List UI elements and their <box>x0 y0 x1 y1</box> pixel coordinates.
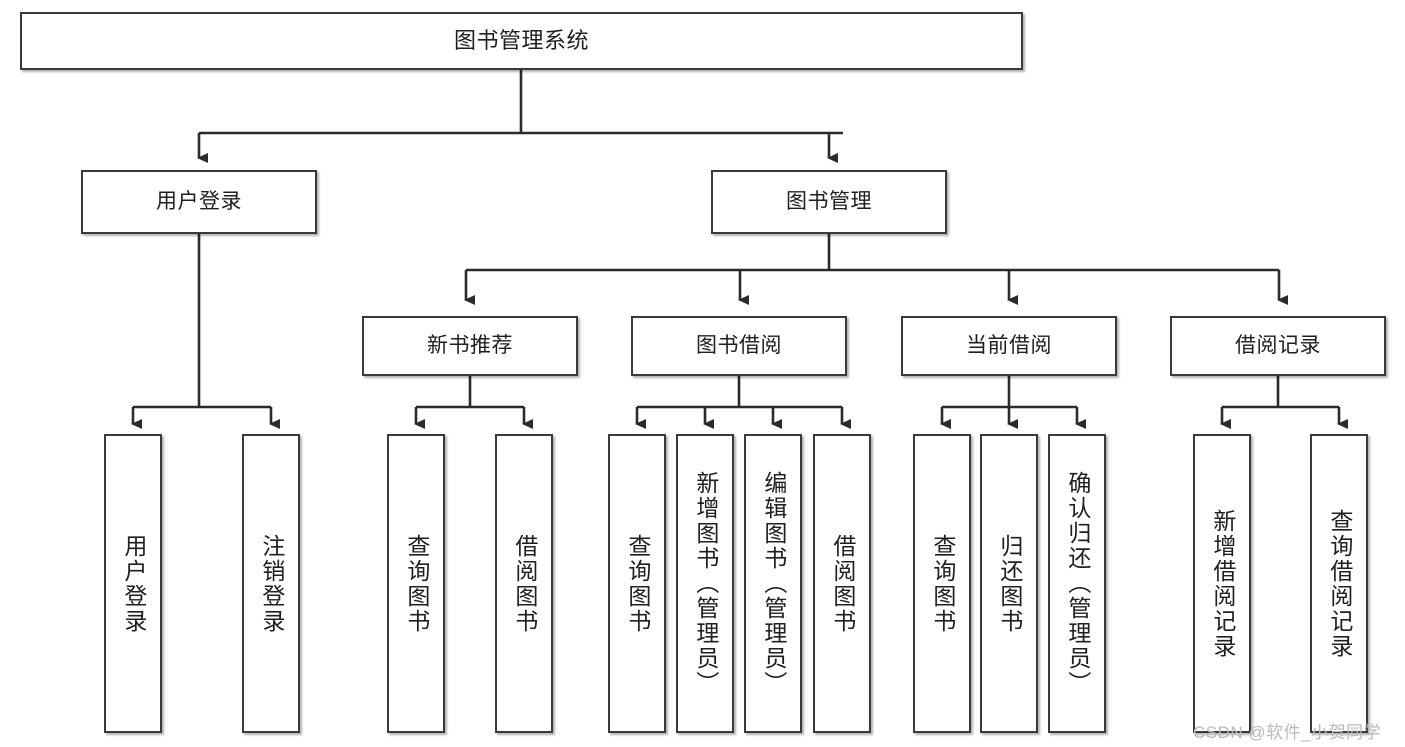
node-label: 借阅图书 <box>511 533 538 634</box>
node-leaf-logout-login[interactable]: 注销登录 <box>242 434 300 733</box>
node-current-borrow[interactable]: 当前借阅 <box>901 316 1117 376</box>
node-leaf-add-book[interactable]: 新增图书（管理员） <box>676 434 734 733</box>
node-label: 用户登录 <box>120 533 147 634</box>
node-label: 注销登录 <box>258 533 285 634</box>
node-label: 新书推荐 <box>427 333 513 357</box>
node-new-book-recommend[interactable]: 新书推荐 <box>362 316 578 376</box>
node-leaf-return-book[interactable]: 归还图书 <box>980 434 1038 733</box>
node-label: 图书管理 <box>786 189 872 213</box>
node-borrow-record[interactable]: 借阅记录 <box>1170 316 1386 376</box>
node-root-book-management-system[interactable]: 图书管理系统 <box>20 12 1023 70</box>
node-label: 查询图书 <box>624 533 651 634</box>
node-label: 用户登录 <box>156 189 242 213</box>
node-label: 借阅图书 <box>829 533 856 634</box>
node-leaf-confirm-return[interactable]: 确认归还（管理员） <box>1048 434 1106 733</box>
node-label: 查询借阅记录 <box>1326 508 1353 659</box>
node-label: 新增借阅记录 <box>1209 508 1236 659</box>
node-leaf-query-record[interactable]: 查询借阅记录 <box>1310 434 1368 733</box>
csdn-watermark: CSDN @软件_小贺同学 <box>1193 723 1382 742</box>
node-leaf-edit-book[interactable]: 编辑图书（管理员） <box>744 434 802 733</box>
node-label: 借阅记录 <box>1235 333 1321 357</box>
node-label: 归还图书 <box>996 533 1023 634</box>
node-leaf-query-book-3[interactable]: 查询图书 <box>913 434 971 733</box>
node-label: 图书管理系统 <box>453 28 589 54</box>
node-label: 图书借阅 <box>696 333 782 357</box>
node-user-login[interactable]: 用户登录 <box>81 170 317 234</box>
node-leaf-user-login[interactable]: 用户登录 <box>104 434 162 733</box>
node-leaf-query-book-2[interactable]: 查询图书 <box>608 434 666 733</box>
node-book-borrow[interactable]: 图书借阅 <box>631 316 847 376</box>
node-label: 当前借阅 <box>966 333 1052 357</box>
node-label: 查询图书 <box>403 533 430 634</box>
node-label: 查询图书 <box>929 533 956 634</box>
node-label: 新增图书（管理员） <box>692 471 719 696</box>
node-book-management[interactable]: 图书管理 <box>711 170 947 234</box>
node-leaf-borrow-book-2[interactable]: 借阅图书 <box>813 434 871 733</box>
node-leaf-add-record[interactable]: 新增借阅记录 <box>1193 434 1251 733</box>
node-label: 编辑图书（管理员） <box>760 471 787 696</box>
node-label: 确认归还（管理员） <box>1064 471 1091 696</box>
node-leaf-borrow-book-1[interactable]: 借阅图书 <box>495 434 553 733</box>
node-leaf-query-book-1[interactable]: 查询图书 <box>387 434 445 733</box>
